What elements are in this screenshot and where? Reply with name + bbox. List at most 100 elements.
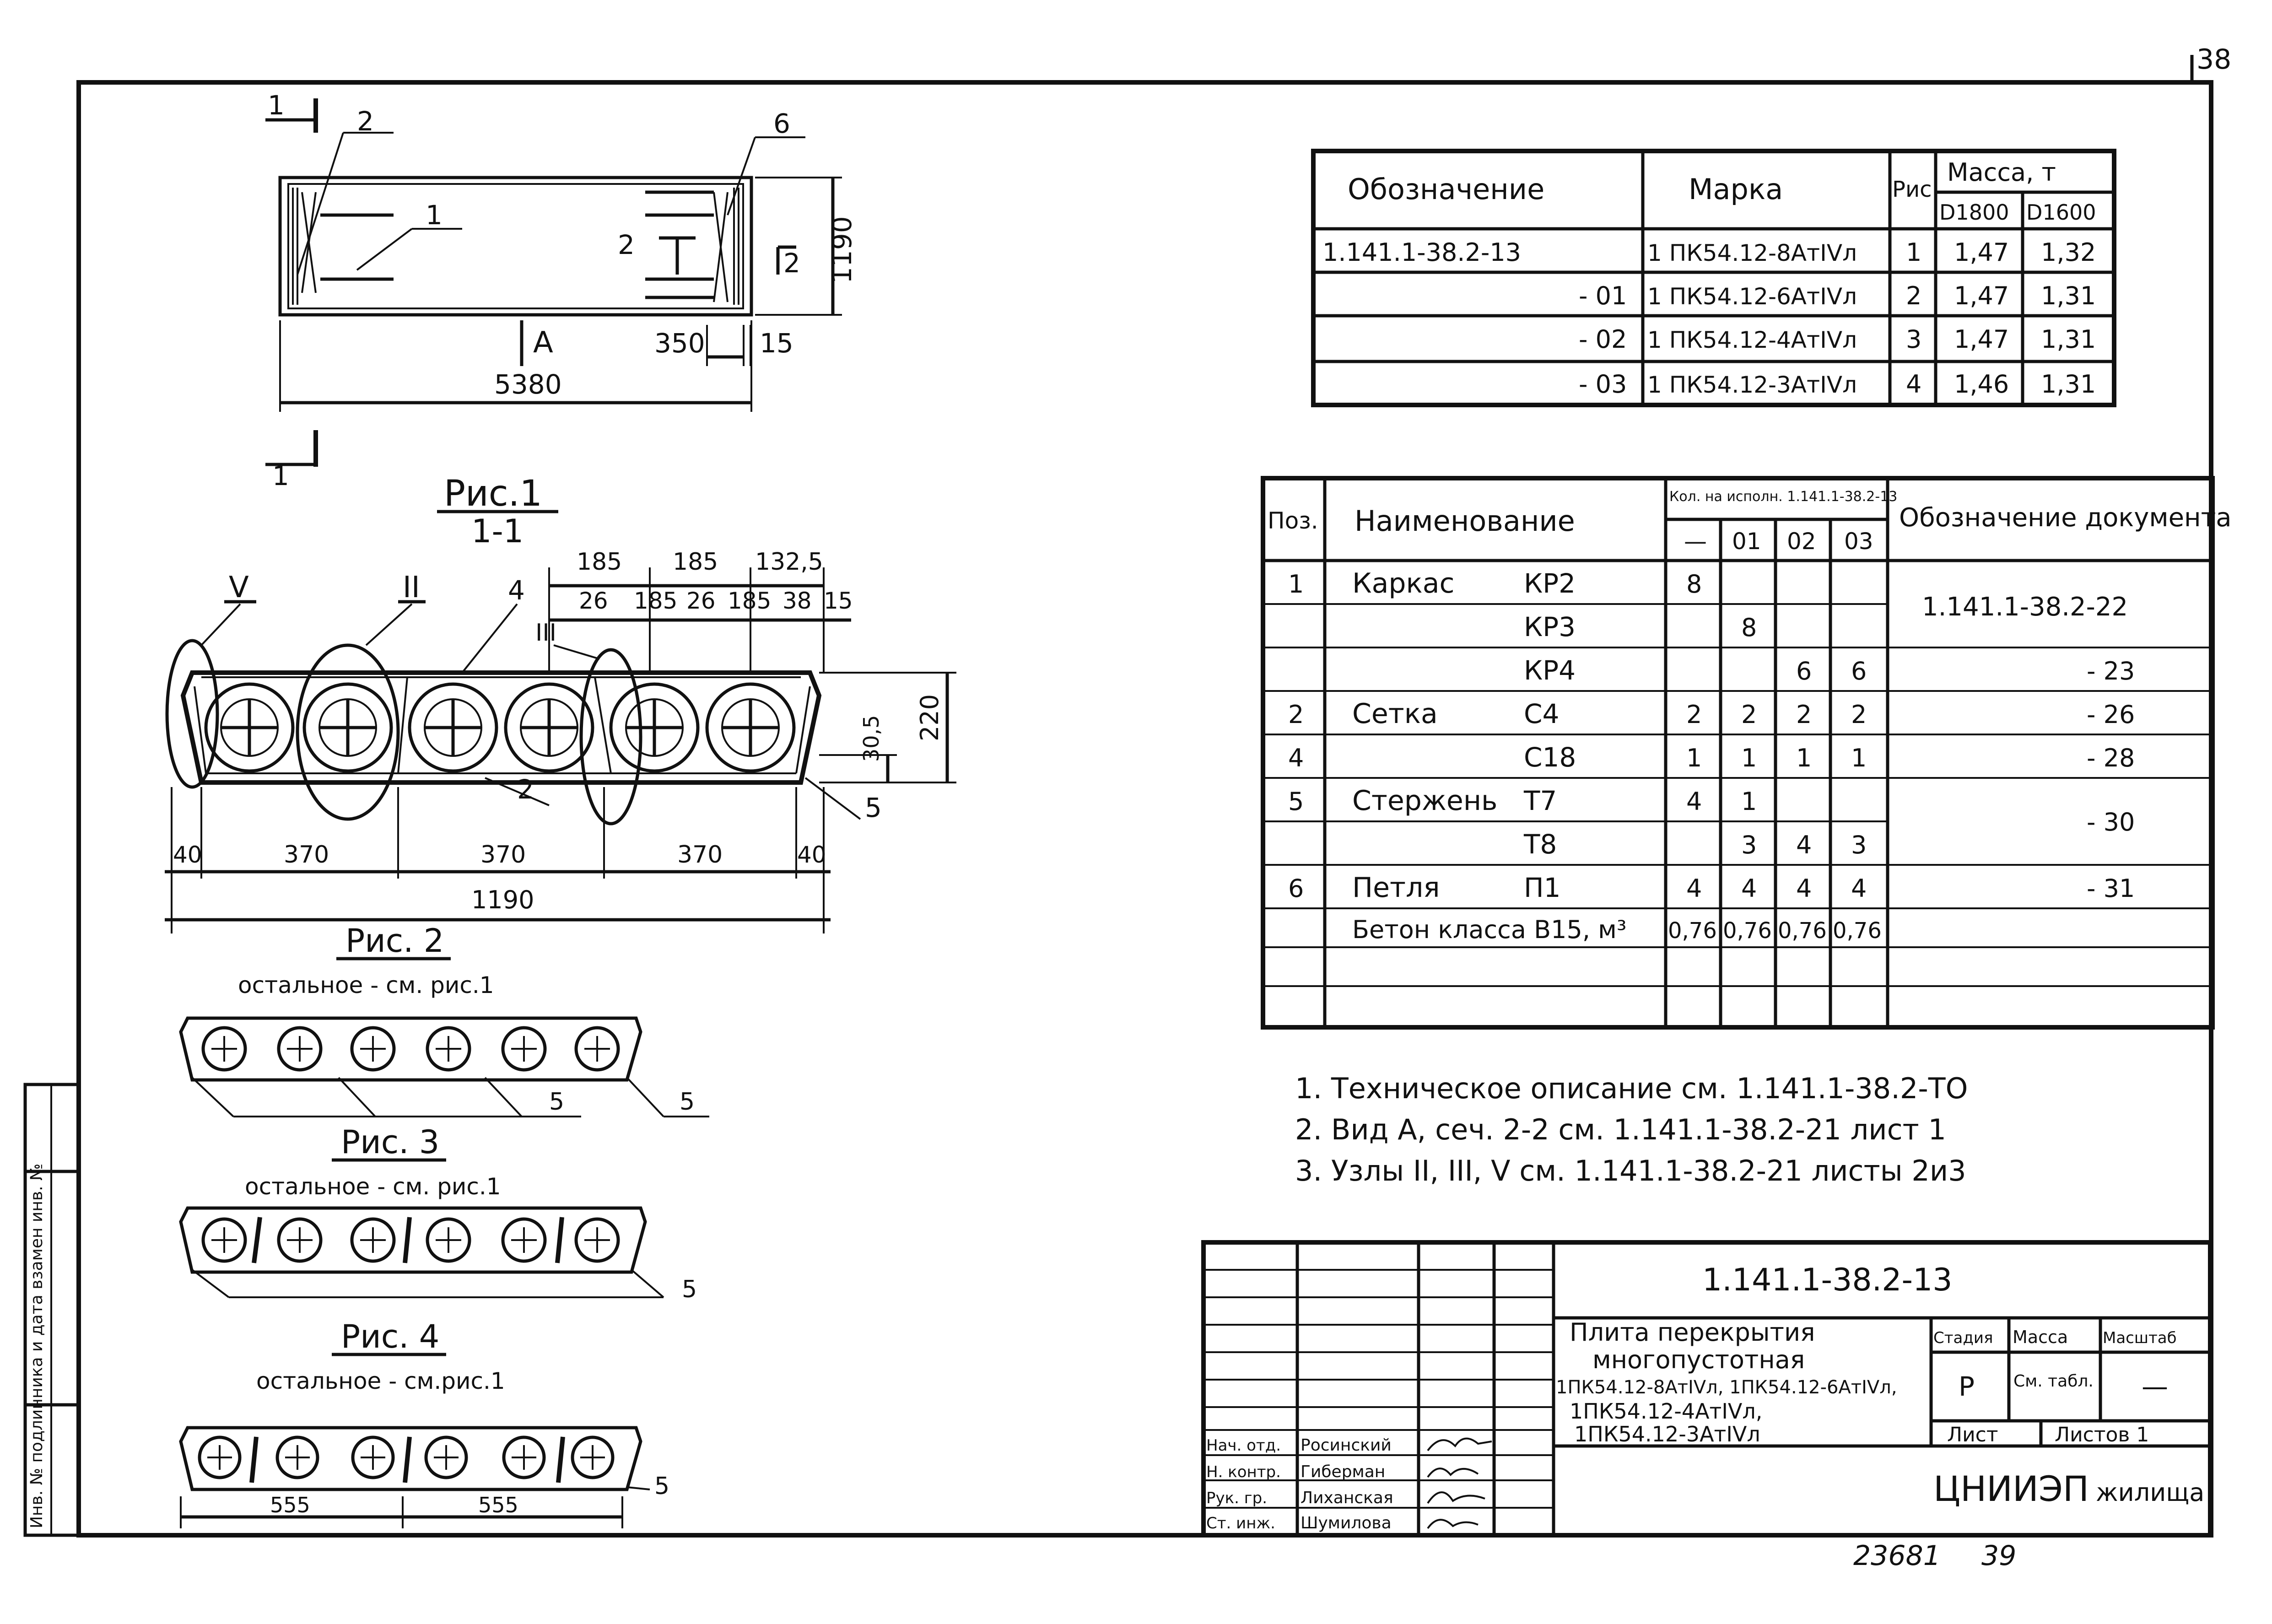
fig2-voids (201, 1026, 620, 1072)
plan-section-2-left: 2 (618, 229, 635, 260)
title-line-4: 1ПК54.12-4АтIVл, (1570, 1399, 1762, 1424)
signature-name-2: Лиханская (1301, 1489, 1393, 1507)
spec-row-7-q0: 4 (1686, 874, 1702, 903)
node-ii-outline (296, 643, 400, 821)
fig4-title: Рис. 4 (341, 1318, 439, 1355)
signature-mark (1427, 1437, 1492, 1451)
spec-header-qty-1: 01 (1732, 528, 1761, 555)
spec-row-1-sub: КР3 (1524, 611, 1576, 642)
bottom-code: 23681 (1853, 1540, 1941, 1572)
title-line-2: многопустотная (1592, 1345, 1805, 1374)
plan-section-2-right: 2 (783, 248, 800, 279)
side-strip-text: Инв. № подлинника и дата взамен инв. № (27, 1164, 46, 1528)
spec-row-0-name: Каркас (1352, 567, 1454, 599)
node-v-outline (165, 639, 219, 789)
fig3-section: Рис. 3 остальное - см. рис.1 5 (179, 1123, 697, 1303)
fig3-voids (201, 1217, 620, 1263)
fig4-dim-0: 555 (270, 1493, 310, 1517)
signature-row: Н. контр. Гиберман (1206, 1462, 1479, 1481)
spec-row-3-q1: 2 (1741, 700, 1757, 729)
note-1: 1. Техническое описание см. 1.141.1-38.2… (1295, 1072, 1968, 1105)
fig1-pos-2-label: 2 (517, 774, 534, 805)
marks-row-1-d1600: 1,31 (2041, 281, 2096, 310)
fig2-pos-5a: 5 (549, 1088, 564, 1116)
spec-row-2-sub: КР4 (1524, 655, 1576, 686)
table-row: 6 Петля П1 4 4 4 4 - 31 (1288, 872, 2135, 904)
spec-row-7-q2: 4 (1796, 874, 1812, 903)
signature-row: Нач. отд. Росинский (1206, 1436, 1492, 1455)
signature-mark (1427, 1468, 1479, 1478)
signature-name-3: Шумилова (1301, 1514, 1392, 1532)
spec-row-8-q2: 0,76 (1778, 918, 1827, 944)
node-iii-outline (579, 648, 642, 825)
marks-row-0-designation: 1.141.1-38.2-13 (1322, 238, 1521, 267)
signature-name-0: Росинский (1301, 1436, 1392, 1455)
spec-row-6-q3: 3 (1851, 831, 1867, 859)
title-sheets-label: Листов 1 (2055, 1423, 2149, 1446)
title-stage-value: Р (1959, 1371, 1975, 1402)
marks-row-2-d1800: 1,47 (1954, 325, 2009, 354)
spec-row-7-sub: П1 (1524, 872, 1561, 903)
plan-dim-length: 5380 (494, 369, 562, 400)
marks-row-3-d1800: 1,46 (1954, 370, 2009, 399)
table-row: 1 Каркас КР2 8 1.141.1-38.2-22 (1288, 567, 2128, 622)
spec-row-7-name: Петля (1352, 872, 1440, 904)
spec-row-7-q3: 4 (1851, 874, 1867, 903)
marks-row-1-fig: 2 (1906, 281, 1921, 310)
fig1-height-small-dim: 30,5 (859, 715, 884, 762)
void (504, 682, 594, 773)
fig3-title: Рис. 3 (341, 1123, 439, 1161)
fig1-bottom-dim-2: 370 (480, 841, 526, 869)
fig2-pos-5b: 5 (680, 1088, 695, 1116)
table-row: 1.141.1-38.2-13 1 ПК54.12-8АтIVл 1 1,47 … (1322, 238, 2096, 267)
spec-row-0-sub: КР2 (1524, 568, 1576, 599)
note-2: 2. Вид А, сеч. 2-2 см. 1.141.1-38.2-21 л… (1295, 1113, 1946, 1146)
spec-row-4-pos: 4 (1288, 744, 1304, 772)
spec-row-5-q1: 1 (1741, 787, 1757, 816)
fig2-title: Рис. 2 (345, 922, 444, 960)
plan-section-1-top: 1 (268, 90, 285, 121)
spec-row-7-doc: - 31 (2087, 874, 2135, 903)
spec-row-4-q3: 1 (1851, 744, 1867, 772)
spec-row-8-q0: 0,76 (1668, 918, 1717, 944)
title-block: 1.141.1-38.2-13 Плита перекрытия многопу… (1201, 1240, 2213, 1538)
marks-table: Обозначение Марка Рис. Масса, т D1800 D1… (1311, 149, 2116, 407)
title-mass-value: См. табл. (2013, 1372, 2094, 1391)
marks-row-1-designation: - 01 (1579, 281, 1627, 310)
spec-row-5-q0: 4 (1686, 787, 1702, 816)
spec-row-5-name: Стержень (1352, 785, 1497, 817)
spec-row-3-doc: - 26 (2087, 700, 2135, 729)
spec-row-3-sub: С4 (1524, 698, 1559, 729)
marks-header-designation: Обозначение (1348, 173, 1544, 206)
fig1-top-dim-1: 185 (673, 548, 718, 576)
title-code: 1.141.1-38.2-13 (1702, 1262, 1953, 1298)
fig1-top-dim2-2: 26 (686, 588, 716, 614)
fig1-top-dim2-1: 185 (634, 588, 677, 614)
spec-row-8-q3: 0,76 (1833, 918, 1882, 944)
spec-row-3-q0: 2 (1686, 700, 1702, 729)
table-row: Т8 3 4 3 (1523, 829, 1867, 860)
void (609, 682, 700, 773)
marks-row-0-d1800: 1,47 (1954, 238, 2009, 267)
spec-row-4-sub: С18 (1524, 742, 1576, 773)
title-scale-value: — (2142, 1371, 2168, 1402)
table-row: 4 С18 1 1 1 1 - 28 (1288, 742, 2135, 773)
fig4-section: Рис. 4 остальное - см.рис.1 5 555 555 (179, 1318, 669, 1528)
spec-table: Поз. Наименование Кол. на исполн. 1.141.… (1261, 476, 2232, 1030)
plan-section-1-bottom: 1 (272, 460, 289, 491)
plan-pos-2-label: 2 (357, 106, 374, 137)
title-stage-header: Стадия (1933, 1329, 1993, 1347)
spec-row-6-q1: 3 (1741, 831, 1757, 859)
spec-row-2-doc: - 23 (2087, 657, 2135, 685)
marks-row-0-d1600: 1,32 (2041, 238, 2096, 267)
spec-row-2-q2: 6 (1796, 657, 1812, 685)
spec-row-2-q3: 6 (1851, 657, 1867, 685)
title-line-5: 1ПК54.12-3АтIVл (1574, 1422, 1760, 1446)
note-3: 3. Узлы II, III, V см. 1.141.1-38.2-21 л… (1295, 1154, 1966, 1187)
fig4-subtitle: остальное - см.рис.1 (256, 1368, 505, 1394)
spec-row-5-pos: 5 (1288, 787, 1304, 816)
fig2-section: Рис. 2 остальное - см. рис.1 5 5 (179, 922, 709, 1117)
signature-mark (1427, 1491, 1485, 1504)
marks-row-0-mark: 1 ПК54.12-8АтIVл (1647, 240, 1857, 266)
